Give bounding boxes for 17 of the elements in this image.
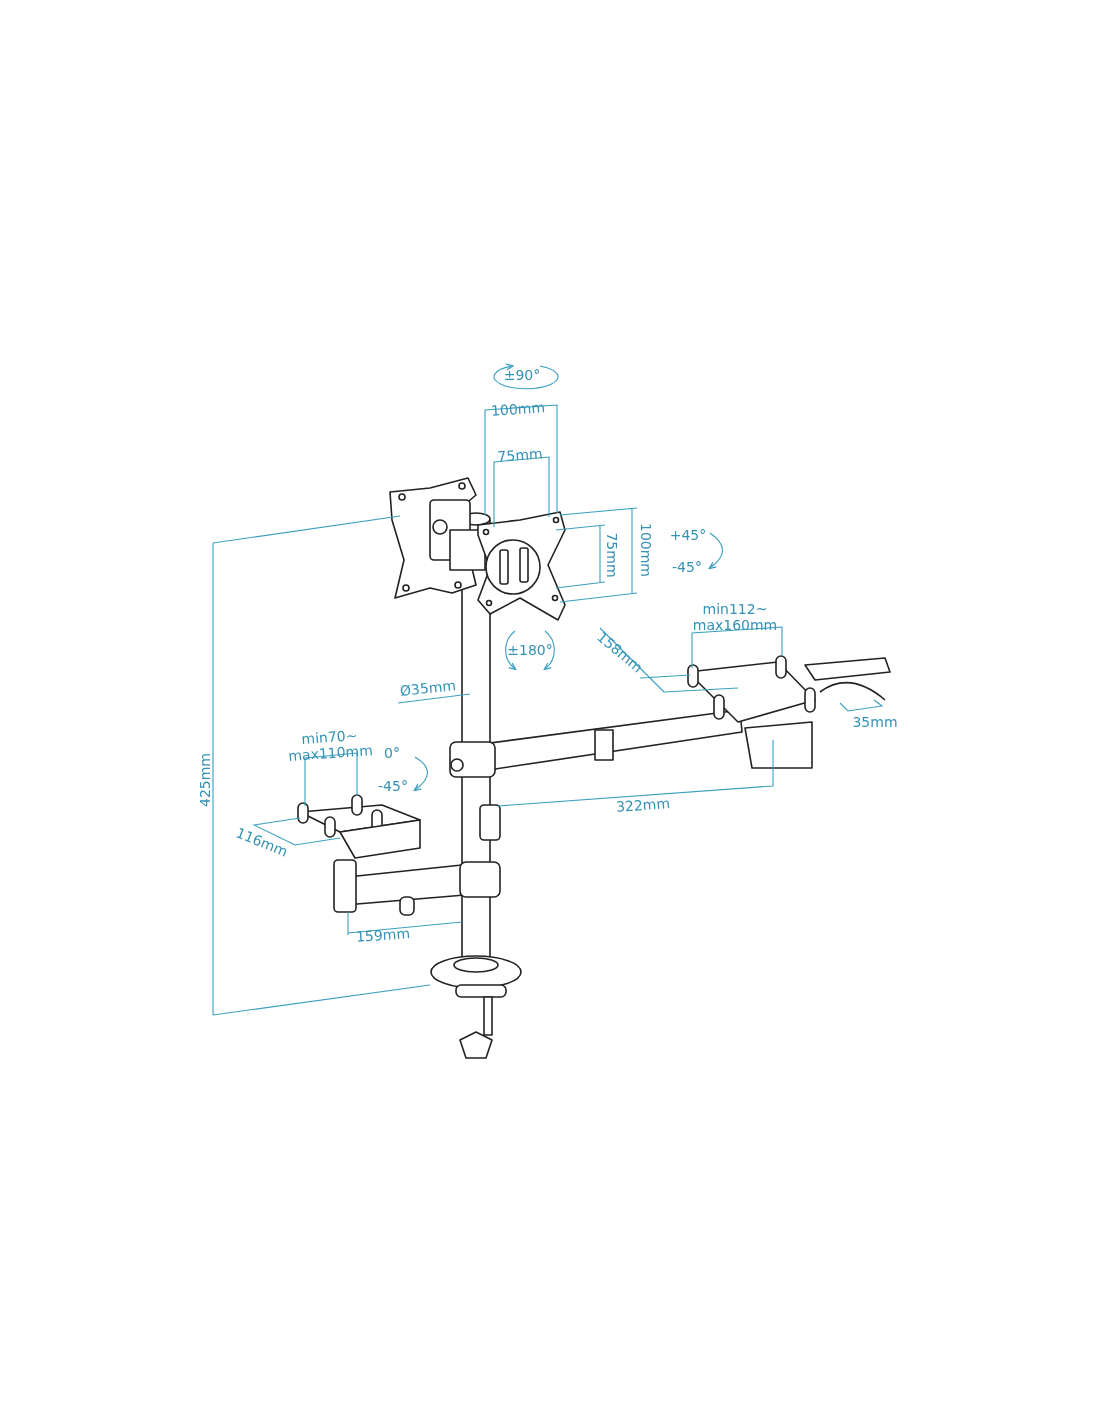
dimension-label: Ø35mm: [399, 677, 457, 699]
dimension-label: 100mm: [490, 399, 546, 419]
dimension-label: -45°: [378, 778, 408, 794]
dimension-label: ±90°: [503, 367, 541, 383]
dimension-label: 35mm: [852, 714, 898, 730]
dimension-label: 75mm: [604, 532, 620, 578]
dimension-label: min112~ max160mm: [691, 601, 779, 633]
dimension-label: 425mm: [197, 753, 213, 807]
dimension-label: -45°: [672, 559, 702, 575]
dimension-label: 75mm: [496, 445, 544, 465]
dimension-label: 159mm: [355, 925, 411, 945]
dimension-label: 322mm: [615, 795, 671, 815]
dimension-label: 0°: [384, 745, 400, 761]
dimension-label: +45°: [669, 527, 707, 543]
dimension-label: 100mm: [638, 523, 654, 577]
dimension-label: min70~ max110mm: [286, 726, 375, 765]
dimension-label: ±180°: [507, 642, 553, 658]
